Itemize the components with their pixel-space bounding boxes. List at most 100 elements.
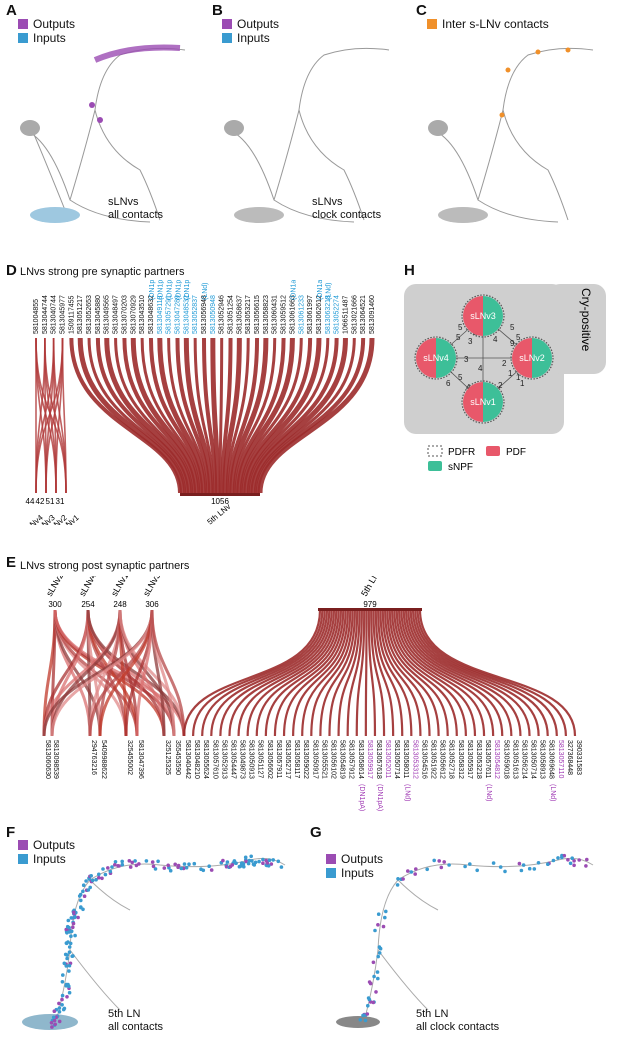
input-synapse bbox=[97, 872, 101, 877]
input-synapse bbox=[463, 864, 467, 869]
legend-label: Outputs bbox=[341, 852, 384, 866]
output-synapse bbox=[401, 877, 405, 881]
output-synapse bbox=[374, 990, 378, 994]
input-synapse bbox=[234, 861, 238, 865]
pdfr-ring bbox=[510, 336, 554, 380]
pre-ribbon-5th-lnv bbox=[246, 337, 330, 494]
input-synapse bbox=[120, 859, 124, 864]
pre-ribbon-5th-lnv bbox=[114, 337, 194, 494]
legend-label: Outputs bbox=[237, 17, 280, 31]
presynaptic-partner-id: 5813045880 bbox=[95, 295, 102, 334]
presynaptic-partner-id: 5813061233 bbox=[298, 295, 305, 334]
output-synapse bbox=[71, 925, 75, 930]
legend-inputs: Inputs bbox=[222, 31, 279, 45]
input-synapse bbox=[249, 854, 253, 859]
input-synapse bbox=[367, 997, 372, 1002]
input-synapse bbox=[519, 868, 524, 873]
pre-ribbon-5th-lnv bbox=[232, 337, 277, 494]
input-synapse bbox=[475, 868, 479, 873]
output-synapse bbox=[244, 859, 248, 864]
panel-g-caption: 5th LN all clock contacts bbox=[416, 1008, 499, 1034]
legend-pdf-label: PDF bbox=[506, 447, 526, 458]
panel-h-legend: PDFR PDF sNPF bbox=[427, 445, 526, 473]
legend-pdfr-label: PDFR bbox=[448, 447, 475, 458]
legend-inputs: Inputs bbox=[326, 866, 383, 880]
output-synapse bbox=[72, 910, 76, 915]
panel-h-label: H bbox=[404, 262, 415, 279]
output-synapse bbox=[76, 915, 80, 920]
pdf-swatch bbox=[486, 446, 500, 456]
source-node-label: sLNv4 bbox=[77, 576, 98, 598]
node-label-slnv2: sLNv2 bbox=[519, 353, 545, 363]
input-synapse bbox=[363, 1018, 368, 1023]
input-synapse bbox=[110, 865, 114, 869]
input-synapse bbox=[383, 915, 387, 920]
partner-cell-type-annotation: (DN1pA) bbox=[184, 280, 191, 300]
input-synapse bbox=[77, 894, 82, 898]
inter-swatch bbox=[427, 19, 437, 29]
panel-b-caption: sLNvs clock contacts bbox=[312, 196, 381, 222]
pre-ribbon-5th-lnv bbox=[183, 337, 214, 494]
presynaptic-partner-id: 1066511487 bbox=[342, 295, 349, 334]
postsynaptic-partner-id: 5813051922 bbox=[430, 740, 437, 779]
input-synapse bbox=[498, 865, 503, 869]
post-ribbon-5th-lnv bbox=[388, 609, 458, 737]
presynaptic-partner-id: 5813021666 bbox=[351, 295, 358, 334]
outputs-swatch bbox=[326, 854, 336, 864]
partner-cell-type-annotation: (DN1pA) bbox=[166, 280, 173, 300]
pdf-half bbox=[416, 338, 436, 378]
partner-cell-type-annotation: (DN1pA) bbox=[158, 280, 165, 300]
source-node-label: 5th LNv bbox=[359, 576, 383, 598]
output-synapse bbox=[116, 864, 120, 868]
post-ribbon-5th-lnv bbox=[402, 609, 513, 737]
input-synapse bbox=[491, 861, 496, 865]
input-synapse bbox=[64, 964, 69, 968]
post-ribbon-5th-lnv bbox=[404, 609, 522, 737]
pdfr-ring bbox=[461, 294, 505, 338]
presynaptic-partner-id: 5813052946 bbox=[219, 295, 226, 334]
partner-cell-type-annotation: (DN1pA) bbox=[149, 280, 156, 300]
edge-weight-label: 5 bbox=[456, 333, 461, 342]
snpf-half bbox=[483, 296, 503, 336]
input-synapse bbox=[79, 898, 83, 903]
postsynaptic-partner-id: 5813051127 bbox=[257, 740, 264, 779]
output-synapse bbox=[572, 863, 576, 868]
output-synapse bbox=[49, 1021, 54, 1025]
presynaptic-partner-id: 5813059512 bbox=[281, 295, 288, 334]
pre-ribbon-5th-lnv bbox=[243, 337, 322, 494]
output-synapse bbox=[209, 868, 214, 872]
postsynaptic-partner-id: 5813052913 bbox=[220, 740, 227, 779]
input-synapse bbox=[536, 861, 541, 865]
legend-outputs: Outputs bbox=[222, 17, 279, 31]
input-synapse bbox=[153, 867, 158, 871]
pre-ribbon-5th-lnv bbox=[239, 337, 303, 494]
output-synapse bbox=[368, 981, 373, 986]
presynaptic-partner-id: 5813045977 bbox=[60, 295, 67, 334]
pre-ribbon-5th-lnv bbox=[140, 337, 201, 494]
input-synapse bbox=[432, 858, 436, 863]
caption-line-1: sLNvs bbox=[312, 196, 343, 208]
post-ribbon-5th-lnv bbox=[393, 609, 477, 737]
input-synapse bbox=[568, 861, 573, 866]
input-synapse bbox=[86, 888, 91, 892]
legend-label: Outputs bbox=[33, 838, 76, 852]
input-synapse bbox=[358, 1018, 363, 1022]
input-synapse bbox=[65, 924, 70, 929]
output-synapse bbox=[376, 923, 380, 927]
input-synapse bbox=[247, 858, 252, 863]
presynaptic-partner-id: 5813058637 bbox=[236, 295, 243, 334]
output-synapse bbox=[173, 862, 177, 867]
postsynaptic-partner-id: 5813098539 bbox=[52, 740, 59, 779]
output-synapse bbox=[130, 860, 134, 865]
pre-ribbon-5th-lnv bbox=[236, 337, 295, 494]
panel-c-legend: Inter s-LNv contacts bbox=[427, 17, 549, 31]
legend-inputs: Inputs bbox=[18, 31, 75, 45]
partner-cell-type-annotation: (DN1pA) bbox=[358, 784, 365, 811]
presynaptic-partner-id: 5813049118 bbox=[157, 295, 164, 334]
postsynaptic-partner-id: 5813057110 bbox=[557, 740, 564, 779]
partner-cell-type-annotation: (DN1a) bbox=[317, 280, 324, 300]
panel-f-legend: Outputs Inputs bbox=[18, 838, 75, 866]
